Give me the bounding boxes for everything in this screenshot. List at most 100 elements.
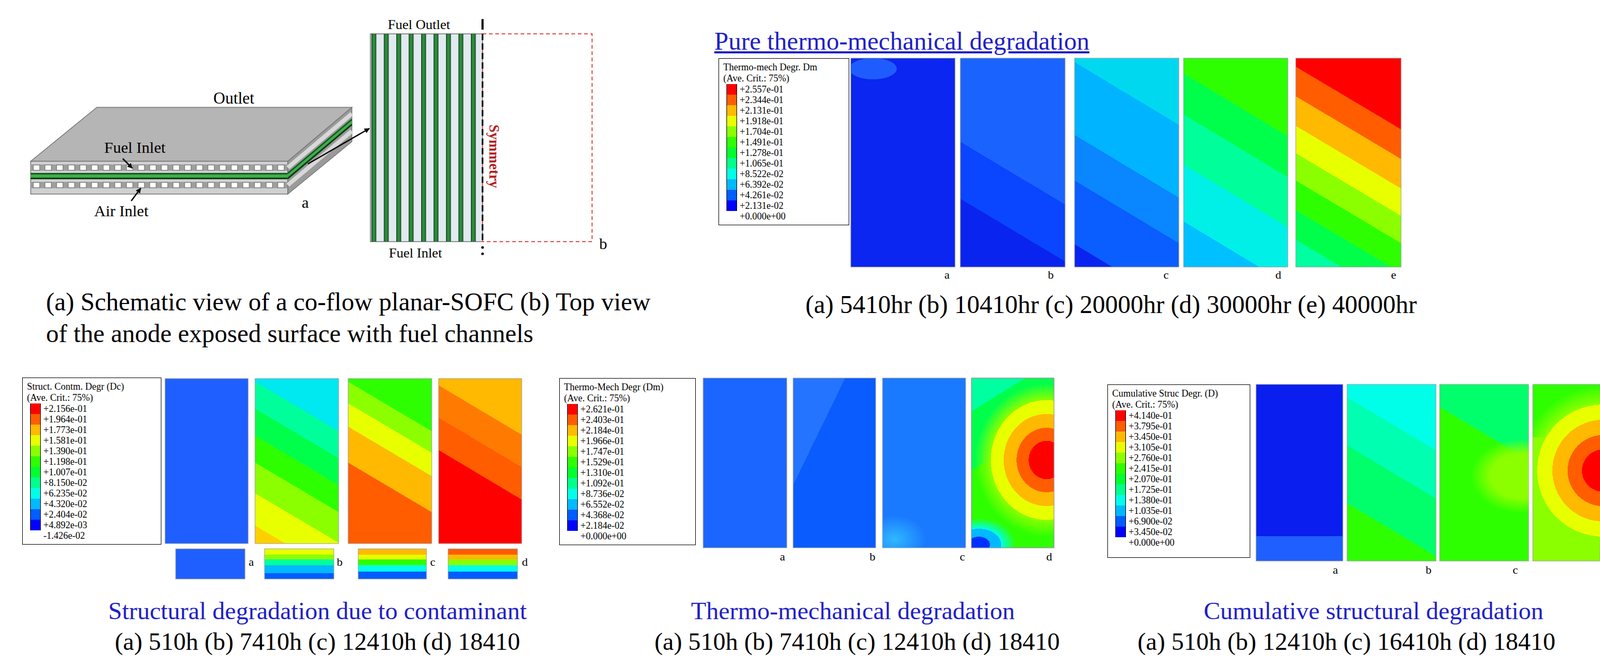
contour-patch <box>882 515 926 549</box>
legend-row: +1.529e-01 <box>567 457 692 468</box>
legend-row: +1.065e-01 <box>726 158 845 169</box>
legend-value: +8.522e-02 <box>739 168 784 180</box>
legend-row: +2.403e-01 <box>567 414 692 426</box>
color-swatch <box>30 467 41 478</box>
legend-row: +1.704e-01 <box>726 126 845 138</box>
leader-arrow <box>122 158 133 169</box>
swatch-gap <box>567 531 578 542</box>
contour-panel <box>348 378 432 544</box>
symmetry-line <box>482 33 484 242</box>
legend-value: +2.156e-01 <box>43 403 88 415</box>
legend-value: +1.380e-01 <box>1128 495 1173 506</box>
contour-panel <box>793 378 876 549</box>
view-arrow <box>307 128 370 165</box>
panel-letter: b <box>1048 268 1054 282</box>
legend-row: +2.131e-02 <box>726 200 845 212</box>
contour-panel <box>1347 384 1436 562</box>
legend-title: Cumulative Struc Degr. (D) <box>1112 388 1246 400</box>
legend-row: +1.007e-01 <box>30 467 157 478</box>
legend-value: +1.278e-01 <box>739 147 784 159</box>
contour-patch <box>850 58 897 80</box>
legend-value: +3.450e-02 <box>1128 526 1173 538</box>
legend-value: +1.310e-01 <box>580 467 625 479</box>
panel-letter: b <box>869 550 876 564</box>
legend-title: Struct. Contm. Degr (Dc) <box>26 381 157 393</box>
color-swatch <box>1115 516 1126 527</box>
section-title: Thermo-mechanical degradation <box>691 596 1015 626</box>
legend-value: +8.736e-02 <box>580 488 625 500</box>
part-label: Fuel Outlet <box>387 16 451 33</box>
legend-value: +1.581e-01 <box>43 435 88 447</box>
legend-value: +1.966e-01 <box>580 435 625 447</box>
legend-value: +1.529e-01 <box>580 457 625 468</box>
legend-subtitle: (Ave. Crit.: 75%) <box>723 73 845 85</box>
leader-arrow <box>131 188 141 202</box>
color-swatch <box>30 498 41 510</box>
legend-value: +4.892e-03 <box>43 520 88 531</box>
panel-letter: c <box>1512 563 1518 577</box>
color-swatch <box>567 435 578 447</box>
legend-row: +1.747e-01 <box>567 446 692 458</box>
legend-value: +0.000e+00 <box>1128 537 1175 549</box>
legend-row: +8.150e-02 <box>30 477 157 489</box>
legend-value: +6.900e-02 <box>1128 516 1173 527</box>
legend-row: +6.235e-02 <box>30 488 157 499</box>
legend-value: +3.105e-01 <box>1128 442 1173 453</box>
legend-value: +1.007e-01 <box>43 467 88 478</box>
legend-row: +4.140e-01 <box>1115 410 1246 422</box>
legend-subtitle: (Ave. Crit.: 75%) <box>26 392 157 404</box>
legend-row: +4.368e-02 <box>567 510 692 521</box>
air-channel-row <box>30 182 288 189</box>
legend-row: +8.736e-02 <box>567 488 692 500</box>
contour-panel <box>960 58 1066 268</box>
legend-row: +6.900e-02 <box>1115 516 1246 527</box>
contour-panel <box>255 378 339 544</box>
side-channel-band <box>287 131 352 186</box>
color-swatch <box>726 126 738 138</box>
color-swatch <box>726 94 738 106</box>
anode-layer <box>30 173 288 175</box>
legend-value: +2.403e-01 <box>580 414 625 426</box>
figure-caption: (a) 510h (b) 12410h (c) 16410h (d) 18410 <box>1137 627 1556 657</box>
legend-value: +1.725e-01 <box>1128 484 1173 496</box>
symmetry-half <box>482 33 593 242</box>
color-swatch <box>567 457 578 468</box>
color-swatch <box>726 147 738 159</box>
color-swatch <box>30 509 41 521</box>
legend-value: +4.320e-02 <box>43 498 88 510</box>
color-swatch <box>30 520 41 531</box>
legend-row: +2.131e-01 <box>726 105 845 116</box>
legend-value: +2.415e-01 <box>1128 463 1173 475</box>
legend-value: +2.557e-01 <box>739 84 784 95</box>
legend-row: +3.795e-01 <box>1115 421 1246 432</box>
fuel-channel-row <box>30 164 288 171</box>
contour-panel <box>850 58 956 268</box>
legend-row: +3.450e-01 <box>1115 431 1246 443</box>
legend-value: +2.760e-01 <box>1128 452 1173 464</box>
color-swatch <box>567 499 578 511</box>
legend-value: +2.621e-01 <box>580 404 625 415</box>
legend-row: +2.404e-02 <box>30 509 157 521</box>
panel-letter: a <box>1332 563 1339 577</box>
side-layer <box>287 119 352 174</box>
legend-value: +4.261e-02 <box>739 189 784 201</box>
legend-value: +2.344e-01 <box>739 94 784 106</box>
color-swatch <box>726 200 738 212</box>
color-swatch <box>726 189 738 201</box>
color-swatch <box>30 456 41 468</box>
legend-row: +8.522e-02 <box>726 168 845 180</box>
color-swatch <box>1115 495 1126 506</box>
part-label: Outlet <box>213 88 255 108</box>
hot-spot <box>1532 386 1600 556</box>
air-channels <box>30 182 288 189</box>
legend-row: -1.426e-02 <box>30 530 157 542</box>
color-swatch <box>30 414 41 425</box>
legend-value: +0.000e+00 <box>739 211 786 222</box>
legend-value: +1.065e-01 <box>739 158 784 169</box>
contour-panel <box>1074 58 1179 268</box>
color-swatch <box>30 446 41 457</box>
color-swatch <box>1115 505 1126 517</box>
electrolyte-layer <box>30 174 288 178</box>
color-swatch <box>567 510 578 521</box>
legend-row: +0.000e+00 <box>1115 537 1246 549</box>
